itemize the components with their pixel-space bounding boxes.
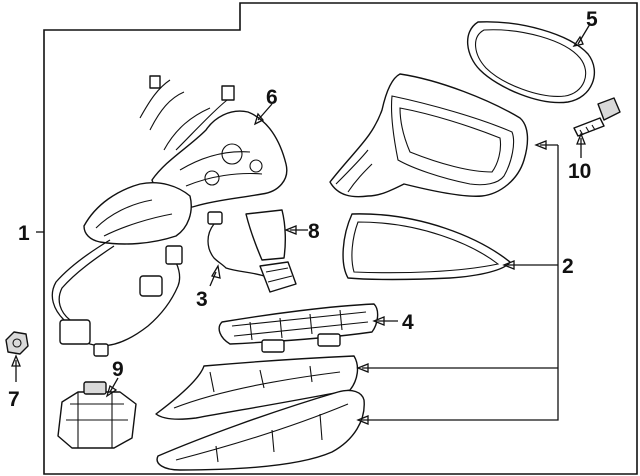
- callout-9: 9: [112, 358, 124, 381]
- callout-3: 3: [196, 288, 208, 311]
- callout-6: 6: [266, 86, 278, 109]
- callout-2: 2: [562, 255, 574, 278]
- part-10-screw[interactable]: [573, 97, 621, 137]
- leader-lines: [11, 23, 591, 425]
- callout-7: 7: [8, 388, 20, 411]
- part-3-sub-harness[interactable]: [207, 211, 297, 293]
- wiring-harness[interactable]: [51, 239, 183, 357]
- part-7-nut[interactable]: [5, 331, 29, 355]
- assembly-frame: [43, 2, 638, 475]
- upper-under-cover[interactable]: [155, 355, 359, 420]
- callout-5: 5: [586, 8, 598, 31]
- part-8-pad[interactable]: [245, 209, 287, 261]
- callout-8: 8: [308, 220, 320, 243]
- callout-1: 1: [18, 222, 30, 245]
- part-2-mirror-cover[interactable]: [342, 213, 511, 281]
- part-6-actuator[interactable]: [139, 75, 288, 209]
- lower-under-cover[interactable]: [156, 389, 365, 471]
- part-9-socket[interactable]: [57, 381, 137, 449]
- part-4-signal-lamp[interactable]: [218, 303, 379, 353]
- callout-4: 4: [402, 311, 414, 334]
- mirror-base[interactable]: [83, 182, 192, 245]
- part-5-mirror-glass[interactable]: [467, 21, 596, 104]
- callout-10: 10: [568, 160, 591, 183]
- mirror-housing[interactable]: [329, 73, 529, 198]
